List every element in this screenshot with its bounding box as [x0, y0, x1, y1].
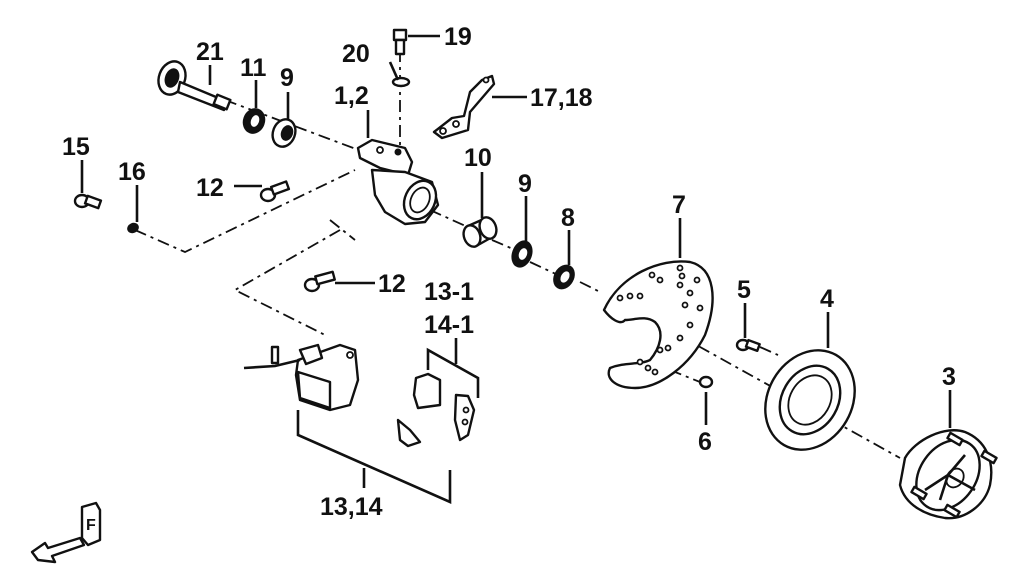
leader-lines: [80, 34, 952, 504]
part-12-bolt-upper[interactable]: [259, 180, 291, 203]
label-1-2: 1,2: [334, 82, 369, 110]
label-8: 8: [561, 204, 575, 232]
label-3: 3: [942, 363, 956, 391]
label-12-lower: 12: [378, 270, 406, 298]
part-7-brake-disc[interactable]: [602, 260, 714, 390]
part-4-rotor-plate[interactable]: [748, 334, 873, 466]
label-19: 19: [444, 23, 472, 51]
part-12-bolt-lower[interactable]: [303, 270, 336, 293]
label-10: 10: [464, 144, 492, 172]
part-16-washer[interactable]: [127, 222, 139, 234]
part-9-bearing-upper[interactable]: [269, 116, 299, 150]
part-11-seal[interactable]: [240, 106, 267, 135]
part-13-1-14-1-pads[interactable]: [396, 372, 476, 448]
part-10-spacer[interactable]: [461, 215, 500, 249]
part-17-18-bracket[interactable]: [432, 74, 496, 140]
front-f-label: F: [86, 517, 96, 534]
label-5: 5: [737, 276, 751, 304]
label-6: 6: [698, 428, 712, 456]
label-7: 7: [672, 191, 686, 219]
part-9-bearing-lower[interactable]: [509, 239, 535, 270]
label-12-upper: 12: [196, 174, 224, 202]
part-20-washer[interactable]: [391, 76, 411, 88]
part-6-bolt[interactable]: [698, 375, 714, 389]
label-9-upper: 9: [280, 64, 294, 92]
label-9-lower: 9: [518, 170, 532, 198]
part-21-axle[interactable]: [154, 58, 232, 112]
part-8-seal[interactable]: [550, 262, 578, 292]
label-20: 20: [342, 40, 370, 68]
part-15-bolt[interactable]: [73, 193, 103, 210]
label-4: 4: [820, 285, 834, 313]
part-3-hub[interactable]: [898, 428, 998, 522]
label-17-18: 17,18: [530, 84, 593, 112]
front-direction-indicator: F: [30, 501, 102, 564]
part-1-2-knuckle[interactable]: [356, 138, 442, 226]
label-15: 15: [62, 133, 90, 161]
part-19-bolt[interactable]: [392, 28, 408, 56]
part-13-14-caliper[interactable]: [243, 343, 360, 412]
label-13-1: 13-1: [424, 278, 474, 306]
label-21: 21: [196, 38, 224, 66]
label-16: 16: [118, 158, 146, 186]
disc-holes: [616, 264, 704, 376]
part-labels: 21 11 9 20 19 1,2 17,18 15 16 12 10 9 8 …: [62, 23, 956, 521]
label-14-1: 14-1: [424, 311, 474, 339]
label-13-14: 13,14: [320, 493, 383, 521]
label-11: 11: [240, 54, 267, 82]
part-5-bolt[interactable]: [735, 338, 761, 353]
